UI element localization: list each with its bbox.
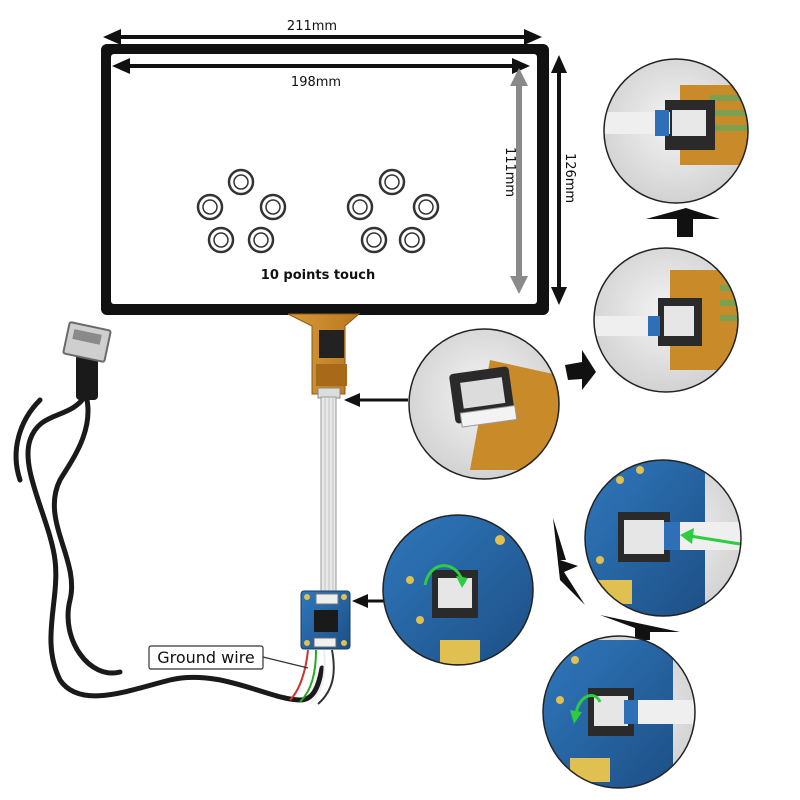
ground-wire-label: Ground wire — [157, 648, 255, 667]
arrow-icon — [344, 393, 408, 407]
touch-point-icon — [207, 226, 235, 254]
arrow-icon — [646, 208, 720, 237]
touch-point-icon — [247, 226, 275, 254]
detail-bubble-connector-locked — [542, 635, 696, 789]
usb-cable — [13, 392, 325, 703]
detail-bubble-ribbon-insert — [584, 459, 742, 617]
arrow-icon — [103, 29, 542, 45]
touch-point-icon — [259, 193, 287, 221]
touch-point-icons — [196, 168, 440, 254]
arrow-icon — [510, 68, 528, 294]
controller-board — [300, 590, 351, 650]
ribbon-cable — [320, 396, 337, 592]
ground-wire-callout: Ground wire — [148, 645, 309, 670]
inner-height-label: 111mm — [502, 147, 517, 197]
touch-point-icon — [398, 226, 426, 254]
touch-point-icon — [378, 168, 406, 196]
arrow-icon — [551, 55, 567, 305]
arrow-icon — [600, 615, 680, 640]
ground-wires — [289, 649, 335, 705]
inner-width-label: 198mm — [291, 75, 341, 90]
arrow-icon — [565, 350, 596, 390]
detail-bubble-connector-insert — [593, 247, 739, 393]
touch-point-icon — [346, 193, 374, 221]
arrow-icon — [553, 518, 585, 605]
dimension-arrows: 211mm 198mm 111mm 126mm — [103, 19, 577, 305]
detail-bubble-fpc-connector — [408, 328, 560, 480]
touch-point-icon — [227, 168, 255, 196]
touch-point-icon — [412, 193, 440, 221]
touch-points-label: 10 points touch — [261, 268, 375, 283]
touch-point-icon — [196, 193, 224, 221]
fpc-tail — [287, 313, 361, 399]
outer-height-label: 126mm — [562, 153, 577, 203]
outer-width-label: 211mm — [287, 19, 337, 34]
touch-point-icon — [360, 226, 388, 254]
detail-bubble-board-connector — [382, 514, 534, 666]
detail-bubble-connector-closed — [603, 58, 749, 204]
callout-arrows — [344, 208, 720, 640]
usb-plug-icon — [62, 321, 112, 400]
arrow-icon — [112, 58, 530, 74]
touch-panel: 10 points touch — [101, 44, 549, 315]
